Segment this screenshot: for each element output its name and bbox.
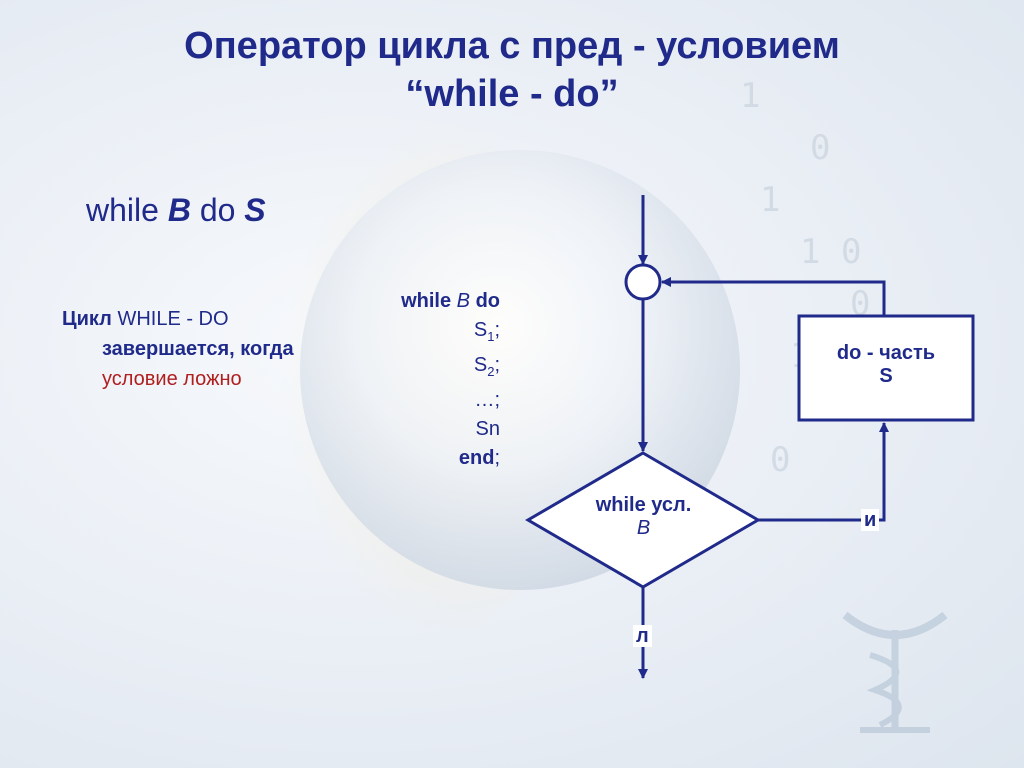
code-s2-sub: 2 (487, 364, 495, 379)
code-s2-end: ; (494, 354, 500, 376)
code-line-s1: S1; (340, 316, 500, 351)
bg-digit: 1 (760, 180, 781, 220)
code-cond: B (456, 290, 470, 312)
code-end-semicolon: ; (494, 447, 500, 469)
syntax-statement: while B do S (86, 192, 266, 229)
true-branch-label: и (861, 509, 880, 531)
bg-digit: 0 (810, 128, 831, 168)
code-s1: S (473, 319, 488, 341)
process-box (797, 314, 975, 422)
code-line-s2: S2; (340, 351, 500, 386)
false-branch-label: л (633, 625, 652, 647)
code-s1-end: ; (494, 319, 500, 341)
loop-description: Цикл WHILE - DO завершается, когда услов… (62, 304, 294, 394)
description-rest: WHILE - DO (117, 308, 229, 330)
description-line-2: завершается, когда (102, 338, 294, 360)
syntax-statement-s: S (244, 192, 266, 228)
code-example: while B do S1; S2; …; Sn end; (340, 287, 500, 473)
syntax-keyword-do: do (199, 192, 236, 228)
decision-label-line-2: B (636, 517, 651, 539)
code-s1-sub: 1 (487, 329, 495, 344)
syntax-keyword-while: while (86, 192, 159, 228)
code-line-sn: Sn (475, 418, 500, 440)
process-label: do - часть S (799, 342, 973, 388)
syntax-condition: B (167, 192, 191, 228)
title-line-2: “while - do” (405, 73, 619, 115)
bg-digit: 0 (770, 440, 791, 480)
code-line-while: while B do (340, 287, 500, 316)
code-kw-do: do (475, 290, 500, 312)
connector-circle (624, 263, 662, 301)
loop-back-arrow (661, 277, 886, 316)
bg-digit: 0 (850, 284, 871, 324)
decision-label: while усл. B (566, 494, 721, 540)
code-kw-while: while (401, 290, 452, 312)
code-line-end: end; (340, 444, 500, 473)
bg-digit: 1 (740, 76, 761, 116)
bg-digit: 1 0 (800, 232, 862, 272)
description-bold-word: Цикл (62, 308, 112, 330)
code-line-dots: …; (474, 389, 500, 411)
true-branch-arrow (758, 422, 889, 522)
decision-label-line-1: while усл. (595, 494, 692, 516)
process-label-line-2: S (879, 365, 893, 387)
description-line-3: условие ложно (102, 368, 242, 390)
process-label-line-1: do - часть (836, 342, 936, 364)
code-kw-end: end (458, 447, 495, 469)
code-s2: S (473, 354, 488, 376)
caduceus-emblem-icon (842, 611, 948, 733)
title-line-1: Оператор цикла с пред - условием (184, 25, 840, 67)
slide-title: Оператор цикла с пред - условием “while … (0, 22, 1024, 118)
